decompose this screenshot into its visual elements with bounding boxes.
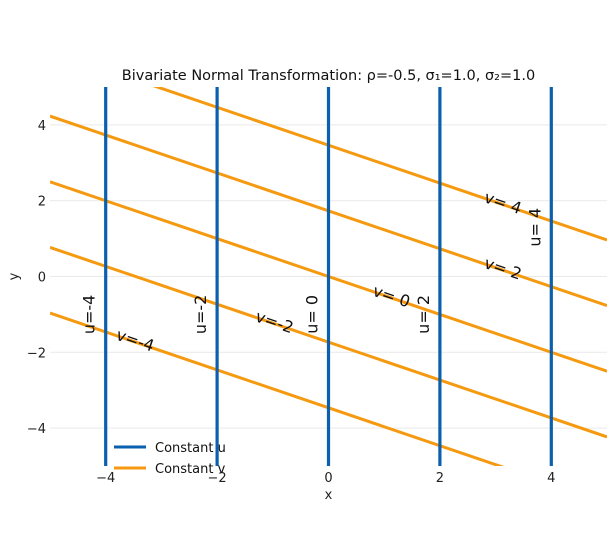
y-tick-label: −2	[27, 346, 46, 361]
y-tick-label: 2	[38, 195, 46, 210]
y-tick-label: 0	[38, 271, 46, 286]
v-line-label: v= 2	[482, 253, 524, 283]
v-line-label: v= 4	[482, 188, 524, 218]
x-tick-label: 0	[324, 471, 332, 486]
v-line-label: v=-2	[253, 307, 296, 337]
x-tick-label: 2	[436, 471, 444, 486]
u-line-label: u=-2	[191, 295, 210, 335]
plot-lines	[50, 87, 607, 466]
tick-labels: −4 −2 0 2 4 −4 −2 0 2 4	[27, 119, 556, 486]
u-line-label: u= 4	[525, 208, 544, 247]
y-tick-label: −4	[27, 422, 46, 437]
u-line-label: u= 2	[414, 295, 433, 334]
x-axis-label: x	[325, 488, 333, 503]
legend: Constant u Constant v	[114, 441, 226, 477]
y-tick-label: 4	[38, 119, 46, 134]
legend-label-constant-u: Constant u	[155, 441, 226, 456]
x-tick-label: −4	[96, 471, 115, 486]
legend-label-constant-v: Constant v	[155, 462, 226, 477]
u-line-label: u= 0	[303, 295, 322, 334]
chart-title: Bivariate Normal Transformation: ρ=-0.5,…	[122, 68, 535, 84]
x-tick-label: −2	[208, 471, 227, 486]
u-line-label: u=-4	[80, 295, 99, 335]
v-line-label: v= 0	[370, 281, 412, 311]
v-line-label: v=-4	[114, 325, 157, 355]
y-axis-label: y	[7, 272, 22, 280]
x-tick-label: 4	[547, 471, 555, 486]
